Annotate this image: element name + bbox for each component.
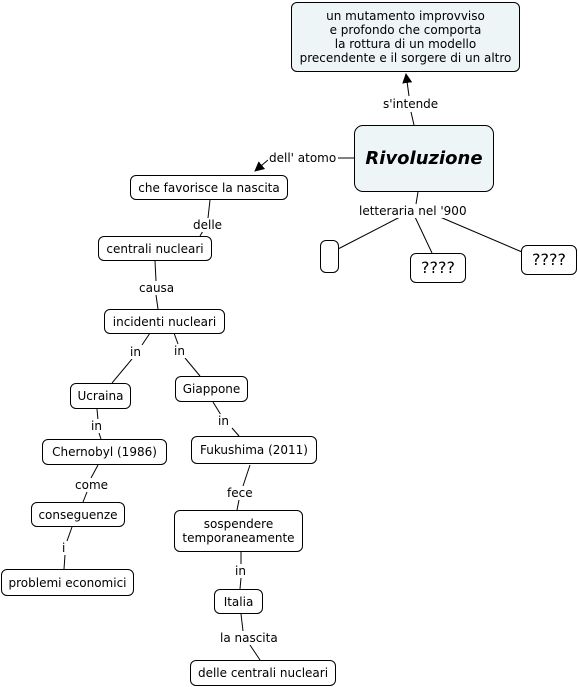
node-fukushima[interactable]: Fukushima (2011) bbox=[191, 436, 317, 464]
node-problemi-economici[interactable]: problemi economici bbox=[1, 569, 134, 596]
node-centrali-nucleari[interactable]: centrali nucleari bbox=[98, 236, 212, 261]
node-delle-centrali-nucleari[interactable]: delle centrali nucleari bbox=[190, 660, 336, 686]
node-question-1[interactable]: ???? bbox=[410, 253, 466, 283]
node-incidenti-nucleari[interactable]: incidenti nucleari bbox=[104, 309, 225, 334]
root-node-rivoluzione[interactable]: Rivoluzione bbox=[354, 125, 494, 192]
definition-node[interactable]: un mutamento improvviso e profondo che c… bbox=[291, 2, 520, 72]
link-label-la-nascita: la nascita bbox=[219, 631, 279, 645]
link-label-delle: delle bbox=[192, 218, 224, 232]
node-giappone[interactable]: Giappone bbox=[175, 376, 248, 402]
link-label-intende: s'intende bbox=[382, 97, 440, 111]
link-label-in-giappone: in bbox=[173, 344, 186, 358]
node-ucraina[interactable]: Ucraina bbox=[70, 383, 131, 409]
node-chernobyl[interactable]: Chernobyl (1986) bbox=[42, 439, 167, 465]
node-italia[interactable]: Italia bbox=[214, 589, 263, 614]
link-label-come: come bbox=[74, 478, 110, 492]
link-label-in-italia: in bbox=[234, 564, 247, 578]
node-conseguenze[interactable]: conseguenze bbox=[31, 502, 125, 527]
link-label-in-ucraina: in bbox=[129, 345, 142, 359]
link-label-in-chernobyl: in bbox=[90, 419, 103, 433]
node-favorisce[interactable]: che favorisce la nascita bbox=[130, 175, 288, 200]
node-sospendere[interactable]: sospendere temporaneamente bbox=[174, 510, 303, 552]
link-label-letteraria: letteraria nel '900 bbox=[358, 204, 468, 218]
link-label-causa: causa bbox=[138, 281, 176, 295]
link-label-atomo: dell' atomo bbox=[268, 151, 338, 165]
node-empty[interactable] bbox=[320, 240, 339, 273]
node-question-2[interactable]: ???? bbox=[521, 245, 577, 275]
link-label-fece: fece bbox=[226, 486, 254, 500]
link-label-in-fukushima: in bbox=[217, 414, 230, 428]
link-label-i: i bbox=[61, 541, 67, 555]
